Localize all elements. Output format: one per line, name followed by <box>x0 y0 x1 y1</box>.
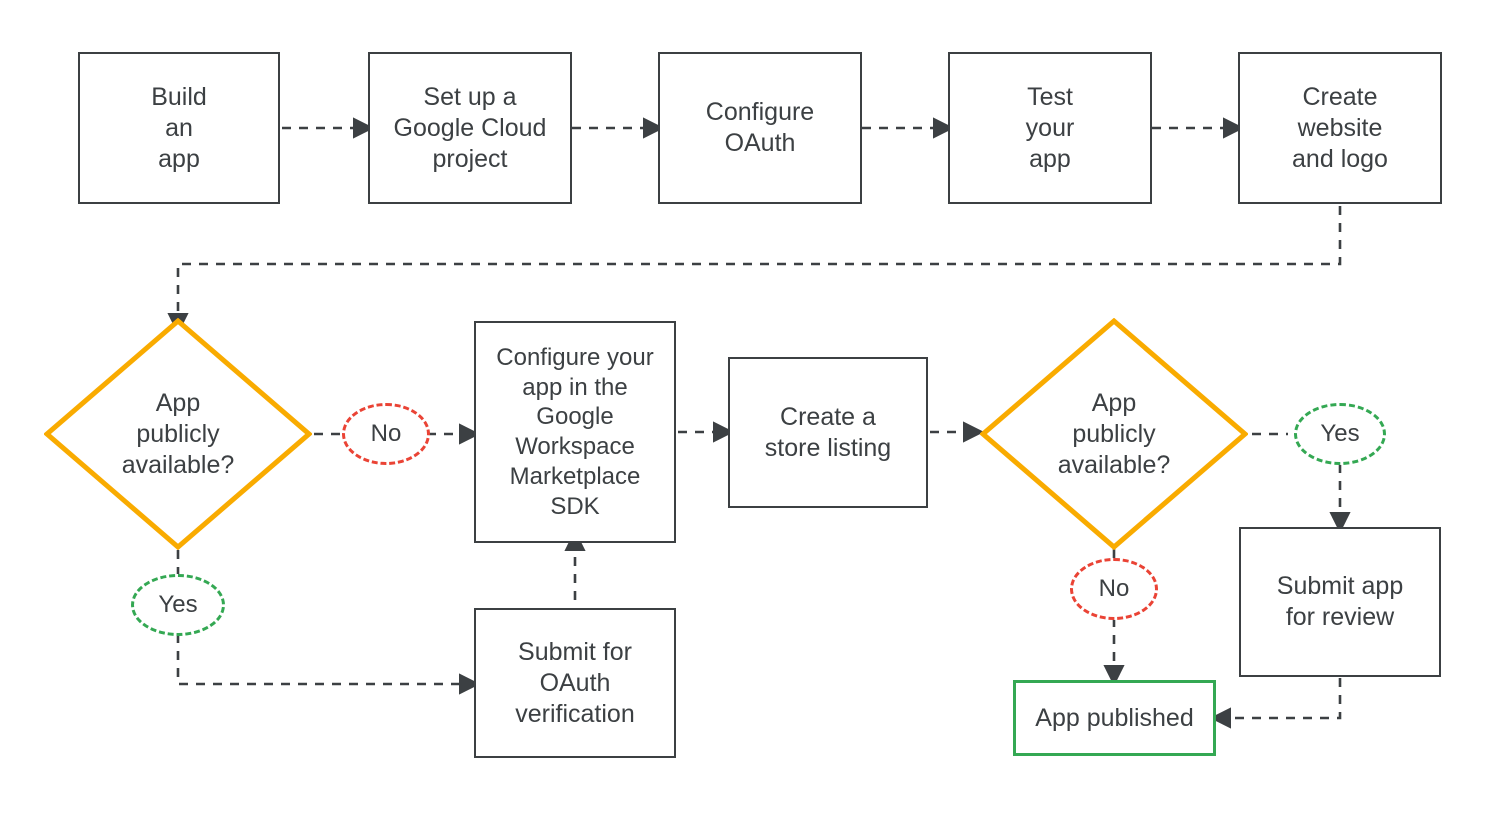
edge-label-no-2: No <box>1070 558 1158 620</box>
edge-decision1-yes-b <box>176 634 481 695</box>
decision-diamond-shape <box>44 318 312 550</box>
node-create-website-and-logo[interactable]: Create website and logo <box>1238 52 1442 204</box>
edge-review-to-published <box>1209 678 1342 729</box>
edge-label-yes-1: Yes <box>131 574 225 636</box>
node-label: App publicly available? <box>1057 388 1171 479</box>
node-decision-app-publicly-available-1[interactable]: App publicly available? <box>44 318 312 550</box>
node-google-cloud-project[interactable]: Set up a Google Cloud project <box>368 52 572 204</box>
node-submit-app-for-review[interactable]: Submit app for review <box>1239 527 1441 677</box>
edge-label-yes-2: Yes <box>1294 403 1386 465</box>
node-app-published[interactable]: App published <box>1013 680 1216 756</box>
node-build-an-app[interactable]: Build an app <box>78 52 280 204</box>
node-submit-for-oauth-verification[interactable]: Submit for OAuth verification <box>474 608 676 758</box>
node-decision-app-publicly-available-2[interactable]: App publicly available? <box>980 318 1248 550</box>
node-configure-app-in-marketplace-sdk[interactable]: Configure your app in the Google Workspa… <box>474 321 676 543</box>
node-configure-oauth[interactable]: Configure OAuth <box>658 52 862 204</box>
edge-label-no-1: No <box>342 403 430 465</box>
edge-website-to-decision1 <box>167 206 1342 335</box>
node-test-your-app[interactable]: Test your app <box>948 52 1152 204</box>
node-create-a-store-listing[interactable]: Create a store listing <box>728 357 928 508</box>
node-label: App publicly available? <box>121 388 235 479</box>
